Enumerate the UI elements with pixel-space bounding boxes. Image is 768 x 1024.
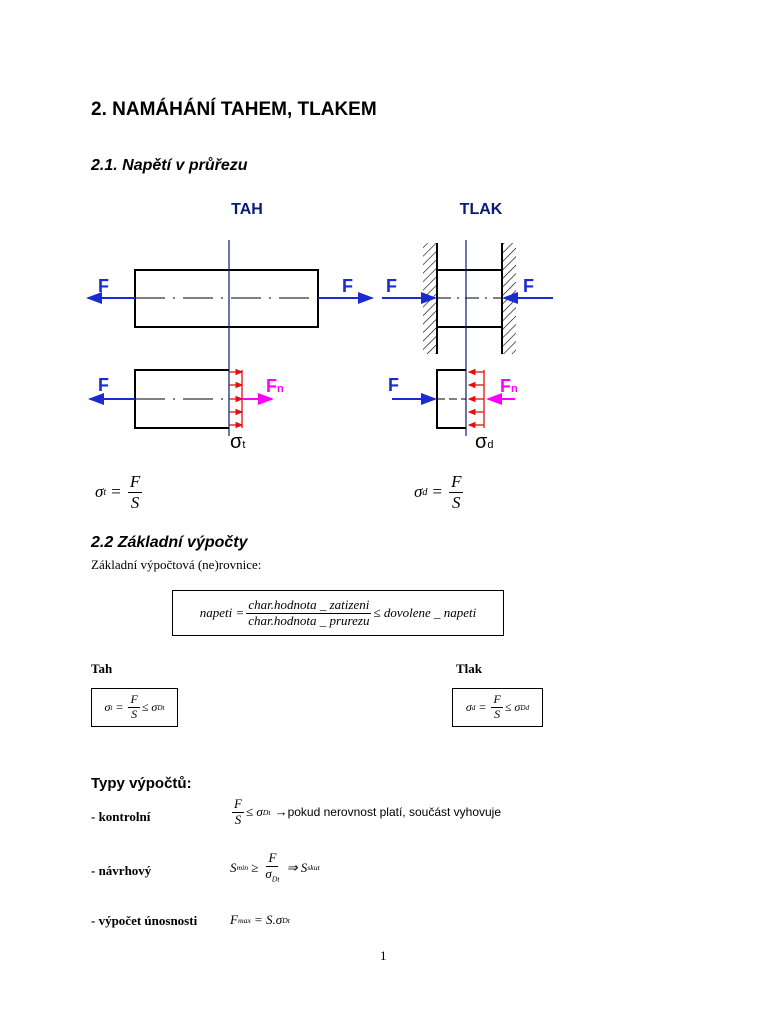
section-2-title: 2.2 Základní výpočty — [91, 534, 248, 551]
type-navrhovy-label: - návrhový — [91, 863, 152, 878]
tlak-f-left-label: F — [386, 276, 397, 296]
tlak-title: TLAK — [460, 201, 503, 218]
tah-label: Tah — [91, 661, 113, 676]
tlak-sigma-label: σd — [475, 431, 493, 453]
tah-cut-part — [134, 369, 229, 429]
tah-f-left-label: F — [98, 276, 109, 296]
tlak-fn-label: Fn — [500, 376, 518, 396]
tlak-cut-f-label: F — [388, 375, 399, 395]
tlak-cut-part — [436, 369, 466, 429]
intro-text: Základní výpočtová (ne)rovnice: — [91, 557, 262, 572]
page-heading: 2. NAMÁHÁNÍ TAHEM, TLAKEM — [91, 99, 377, 120]
type-kontrolni-label: - kontrolní — [91, 809, 151, 824]
tah-cut-f-label: F — [98, 375, 109, 395]
tah-fn-label: Fn — [266, 376, 284, 396]
tah-title: TAH — [231, 201, 263, 218]
tlak-f-right-label: F — [523, 276, 534, 296]
type-unosnost-label: - výpočet únosnosti — [91, 913, 198, 928]
tah-sigma-label: σt — [230, 431, 245, 453]
tah-stress-arrows — [229, 368, 244, 429]
tah-bar — [134, 269, 319, 328]
section-1-title: 2.1. Napětí v průřezu — [91, 157, 248, 174]
types-title: Typy výpočtů: — [91, 775, 192, 792]
page-number: 1 — [380, 948, 387, 963]
tlak-bar — [437, 269, 502, 328]
tlak-stress-arrows — [467, 368, 485, 429]
tlak-label: Tlak — [456, 661, 483, 676]
tah-f-right-label: F — [342, 276, 353, 296]
tension-compression-diagram: TAH TLAK F F F Fn σt F F — [86, 201, 553, 453]
